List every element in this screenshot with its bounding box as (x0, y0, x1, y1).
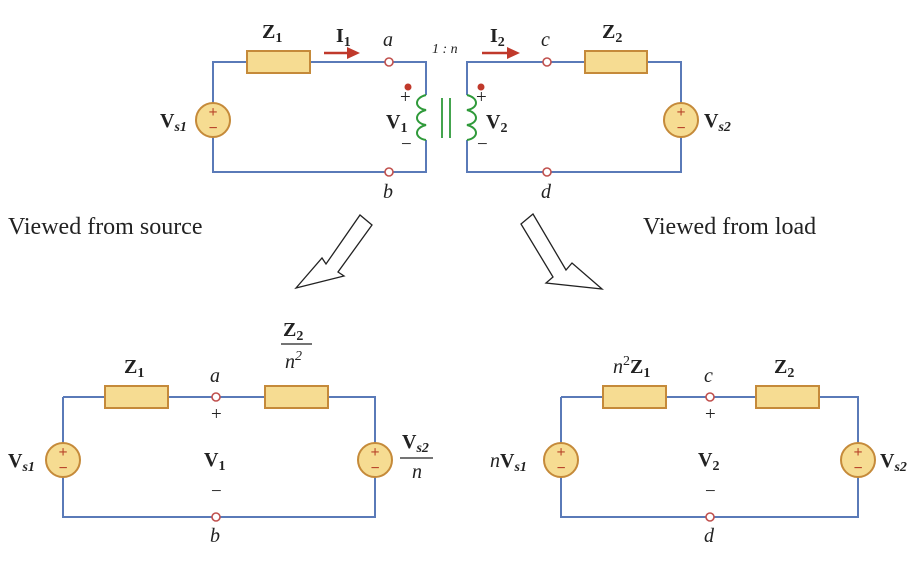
node-a-top-label: a (383, 29, 393, 51)
svg-text:+: + (853, 444, 862, 461)
left-z1-resistor (104, 385, 169, 409)
terminal-d-right (705, 512, 715, 522)
left-z2-over-n2-resistor (264, 385, 329, 409)
svg-text:Vs2: Vs2 (402, 431, 429, 456)
arrow-to-left-circuit (294, 214, 373, 290)
caption-viewed-from-source: Viewed from source (8, 214, 202, 240)
arrow-to-right-circuit (520, 213, 604, 290)
top-z1-label: Z1 (262, 21, 282, 46)
left-circuit: + − + − Z1 Z2 n2 a b + − V1 Vs1 Vs2 n (8, 319, 433, 547)
svg-text:Z2: Z2 (283, 319, 303, 344)
svg-text:−: − (556, 460, 565, 477)
svg-text:−: − (676, 120, 685, 137)
svg-text:+: + (556, 444, 565, 461)
svg-text:+: + (676, 104, 685, 121)
top-v1-label: V1 (386, 111, 407, 136)
top-v1-plus: + (400, 87, 411, 108)
right-circuit-wire (560, 396, 859, 518)
terminal-a-left (211, 392, 221, 402)
node-b-top-label: b (383, 181, 393, 203)
top-vs2-label: Vs2 (704, 110, 731, 135)
svg-text:+: + (370, 444, 379, 461)
top-vs1-source: + − (195, 102, 231, 138)
top-z2-resistor (584, 50, 648, 74)
left-circuit-wire (62, 396, 376, 518)
node-d-right-label: d (704, 525, 715, 547)
svg-text:−: − (208, 120, 217, 137)
node-a-left-label: a (210, 365, 220, 387)
left-z2-over-n2-label: Z2 n2 (281, 319, 312, 373)
top-v2-label: V2 (486, 111, 507, 136)
i2-label: I2 (490, 25, 505, 50)
top-z1-resistor (246, 50, 311, 74)
svg-text:−: − (58, 460, 67, 477)
terminal-b-left (211, 512, 221, 522)
svg-text:+: + (208, 104, 217, 121)
svg-text:n: n (412, 461, 422, 483)
node-c-right-label: c (704, 365, 713, 387)
top-v2-minus: − (477, 134, 488, 155)
right-nvs1-source: + − (543, 442, 579, 478)
right-vs2-label: Vs2 (880, 450, 907, 475)
top-v2-plus: + (476, 87, 487, 108)
top-secondary-xfmr-leads (466, 61, 545, 173)
turns-ratio-label: 1 : n (432, 42, 458, 57)
right-v2-label: V2 (698, 449, 719, 474)
node-b-left-label: b (210, 525, 220, 547)
left-v1-plus: + (211, 404, 222, 425)
right-z2-label: Z2 (774, 356, 794, 381)
terminal-c-top (542, 57, 552, 67)
top-vs2-source: + − (663, 102, 699, 138)
svg-text:−: − (370, 460, 379, 477)
terminal-c-right (705, 392, 715, 402)
left-vs2-over-n-label: Vs2 n (400, 431, 433, 483)
top-circuit: + − + − Z1 (160, 21, 731, 203)
top-secondary-loop (549, 61, 682, 173)
right-nvs1-label: nVs1 (490, 450, 527, 475)
left-vs1-label: Vs1 (8, 450, 35, 475)
polarity-dot-primary (404, 83, 412, 91)
top-primary-loop (212, 61, 387, 173)
i1-label: I1 (336, 25, 351, 50)
svg-text:+: + (58, 444, 67, 461)
right-n2z1-resistor (602, 385, 667, 409)
svg-text:n2: n2 (285, 349, 302, 373)
top-v1-minus: − (401, 134, 412, 155)
terminal-a-top (384, 57, 394, 67)
transformer-icon (404, 83, 485, 141)
top-vs1-label: Vs1 (160, 110, 187, 135)
current-arrow-i2 (482, 47, 520, 59)
right-n2z1-label: n2Z1 (613, 354, 650, 381)
left-vs1-source: + − (45, 442, 81, 478)
right-v2-plus: + (705, 404, 716, 425)
left-z1-label: Z1 (124, 356, 144, 381)
terminal-b-top (384, 167, 394, 177)
svg-text:−: − (853, 460, 862, 477)
current-arrow-i1 (324, 47, 360, 59)
caption-viewed-from-load: Viewed from load (643, 214, 816, 240)
node-c-top-label: c (541, 29, 550, 51)
top-z2-label: Z2 (602, 21, 622, 46)
left-v1-minus: − (211, 481, 222, 502)
right-vs2-source: + − (840, 442, 876, 478)
polarity-dot-secondary (477, 83, 485, 91)
right-circuit: + − + − n2Z1 Z2 c d + − V2 nVs1 Vs2 (490, 354, 907, 547)
left-v1-label: V1 (204, 449, 225, 474)
node-d-top-label: d (541, 181, 552, 203)
right-z2-resistor (755, 385, 820, 409)
top-primary-xfmr-leads (391, 61, 427, 173)
right-v2-minus: − (705, 481, 716, 502)
terminal-d-top (542, 167, 552, 177)
left-vs2-over-n-source: + − (357, 442, 393, 478)
